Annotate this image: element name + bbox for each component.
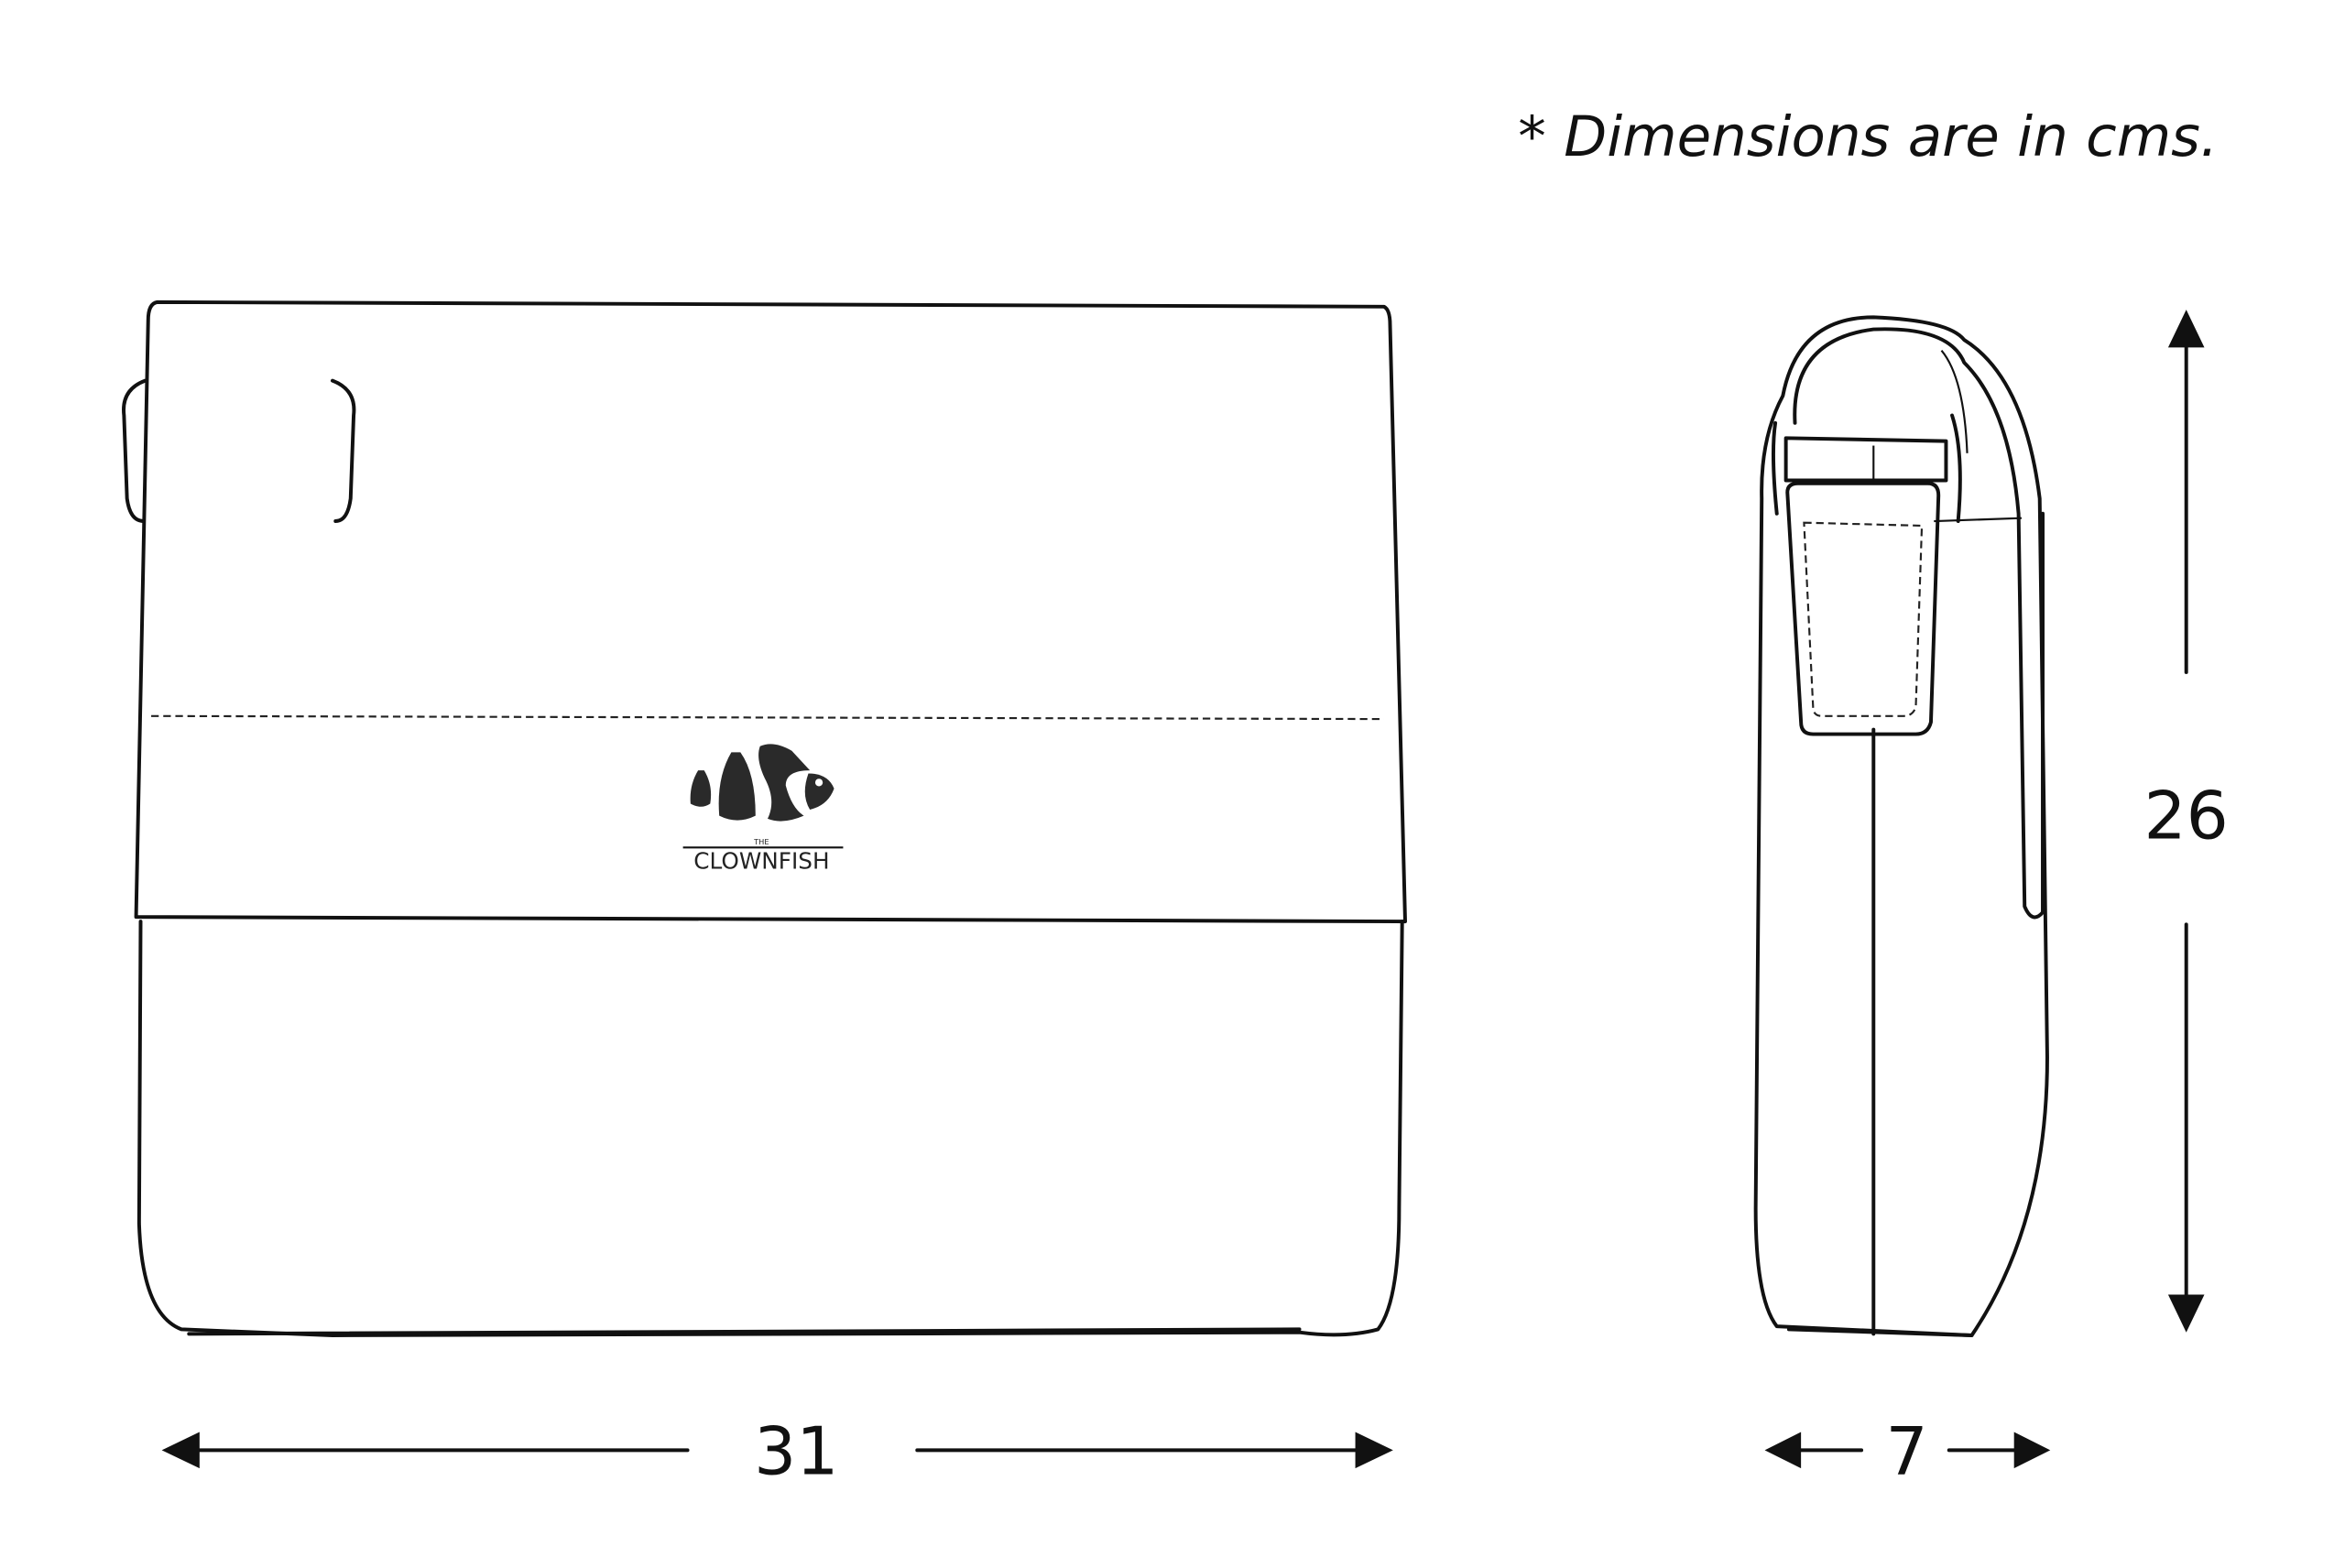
depth-value: 7 <box>1885 1414 1927 1491</box>
width-dimension: 31 <box>161 1414 1393 1491</box>
arrow-right-icon <box>2013 1432 2051 1469</box>
bag-front-view: THE CLOWNFISH <box>122 299 1407 1337</box>
arrow-up-icon <box>2167 310 2205 348</box>
bag-side-view <box>1753 315 2049 1337</box>
side-body <box>1753 315 2049 1337</box>
height-dimension: 26 <box>2144 310 2229 1333</box>
left-strap-ring <box>122 378 147 523</box>
height-value: 26 <box>2144 778 2229 855</box>
bag-flap <box>134 299 1407 924</box>
arrow-right-icon <box>1355 1432 1393 1469</box>
depth-dimension: 7 <box>1764 1414 2051 1491</box>
logo-the: THE <box>753 837 769 846</box>
arrow-left-icon <box>1764 1432 1802 1469</box>
right-strap-ring <box>330 378 356 523</box>
arrow-down-icon <box>2167 1294 2205 1333</box>
dimensions-note: * Dimensions are in cms. <box>1518 104 2218 169</box>
side-buckle-tab <box>1785 481 1941 736</box>
width-value: 31 <box>754 1414 838 1491</box>
bag-body <box>136 920 1404 1337</box>
clownfish-logo: THE CLOWNFISH <box>682 744 844 874</box>
logo-name: CLOWNFISH <box>693 847 829 874</box>
stitch-line <box>151 714 1384 721</box>
arrow-left-icon <box>161 1432 200 1469</box>
